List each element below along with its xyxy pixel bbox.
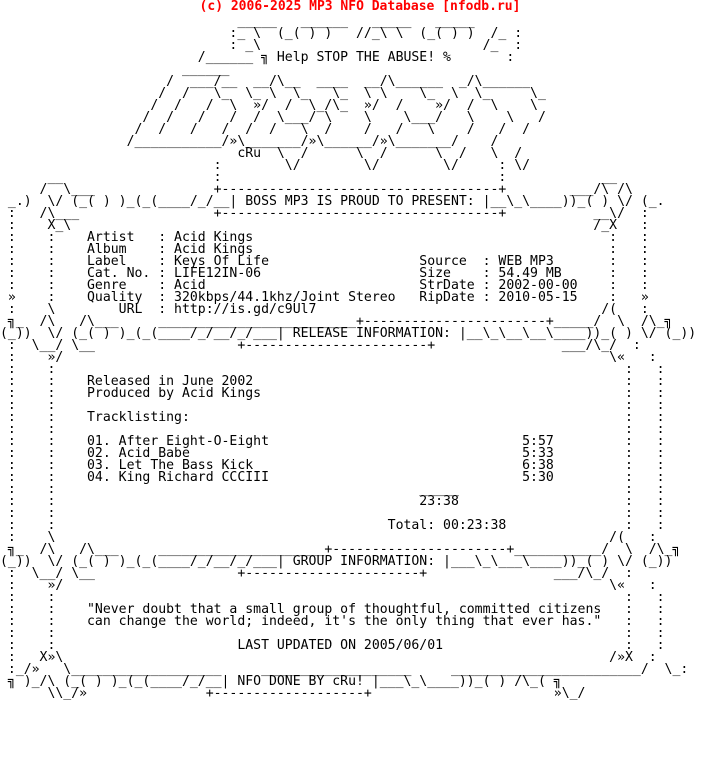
nfo-ascii-art-text: _____ ______ _____ _____ :_ \ (_( ) ) //… <box>0 16 697 700</box>
nfodb-copyright-banner: (c) 2006-2025 MP3 NFO Database [nfodb.ru… <box>199 0 521 14</box>
